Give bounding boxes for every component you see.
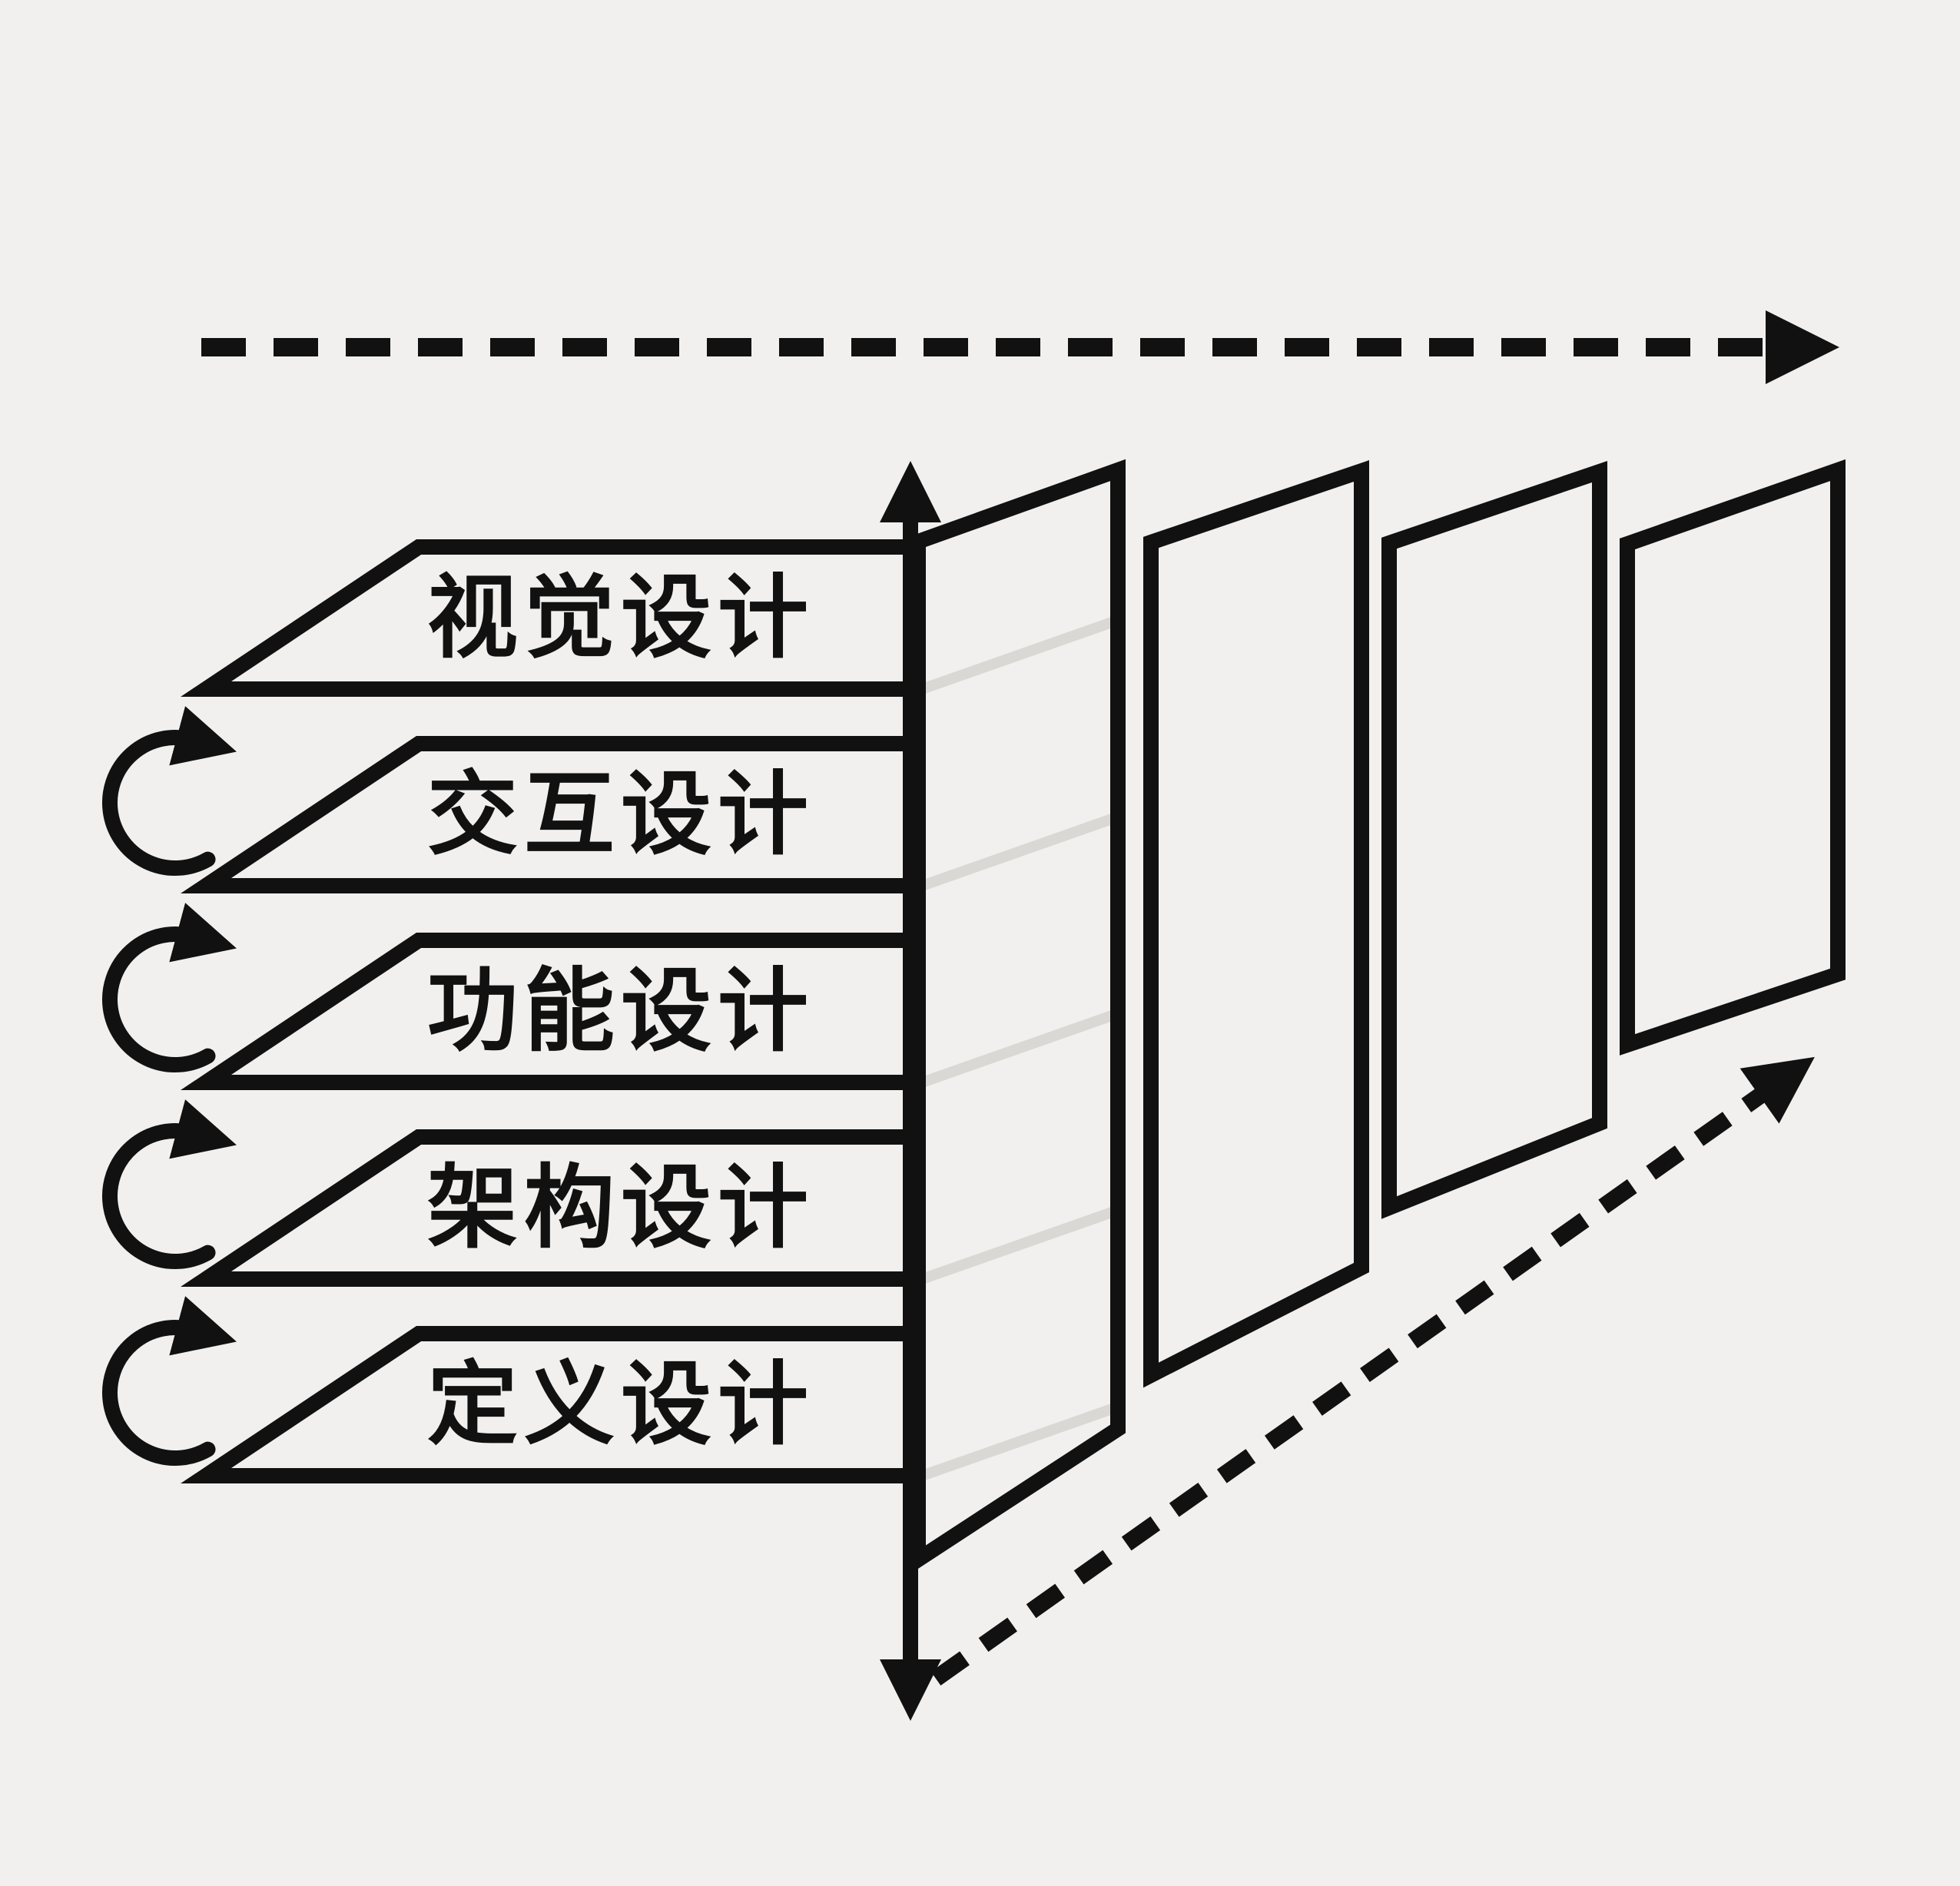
layer-shape: [181, 1129, 918, 1287]
plane-panel-4: [1620, 459, 1846, 1056]
layer-shape: [181, 736, 918, 893]
layer-row-function-design: 功能设计: [181, 933, 918, 1090]
layer-label: 定义设计: [427, 1351, 814, 1457]
layer-label: 功能设计: [427, 958, 814, 1064]
layer-label: 视觉设计: [427, 565, 814, 671]
layer-shape: [181, 933, 918, 1090]
layer-shape: [181, 539, 918, 697]
depth-line: [920, 813, 1116, 891]
depth-line: [920, 616, 1116, 694]
layer-shape: [181, 1326, 918, 1483]
layer-label: 架构设计: [427, 1155, 814, 1261]
plane-panel-3: [1381, 461, 1607, 1219]
iteration-arrow-3: [102, 1099, 237, 1269]
depth-line: [920, 1206, 1116, 1284]
iteration-arrow-1: [102, 706, 237, 876]
plane-panel-1-fill: [918, 470, 1118, 1560]
iteration-arrow-4: [102, 1296, 237, 1466]
iteration-arrow-2: [102, 903, 237, 1072]
depth-line: [920, 1009, 1116, 1088]
layer-row-architecture-design: 架构设计: [181, 1129, 918, 1287]
plane-panel-2: [1143, 460, 1369, 1388]
depth-line: [920, 1403, 1116, 1481]
layer-row-interaction-design: 交互设计: [181, 736, 918, 893]
layer-label: 交互设计: [427, 761, 814, 867]
layer-row-visual-design: 视觉设计: [181, 539, 918, 697]
layer-row-definition-design: 定义设计: [181, 1326, 918, 1483]
plane-panel-1: [910, 459, 1126, 1574]
